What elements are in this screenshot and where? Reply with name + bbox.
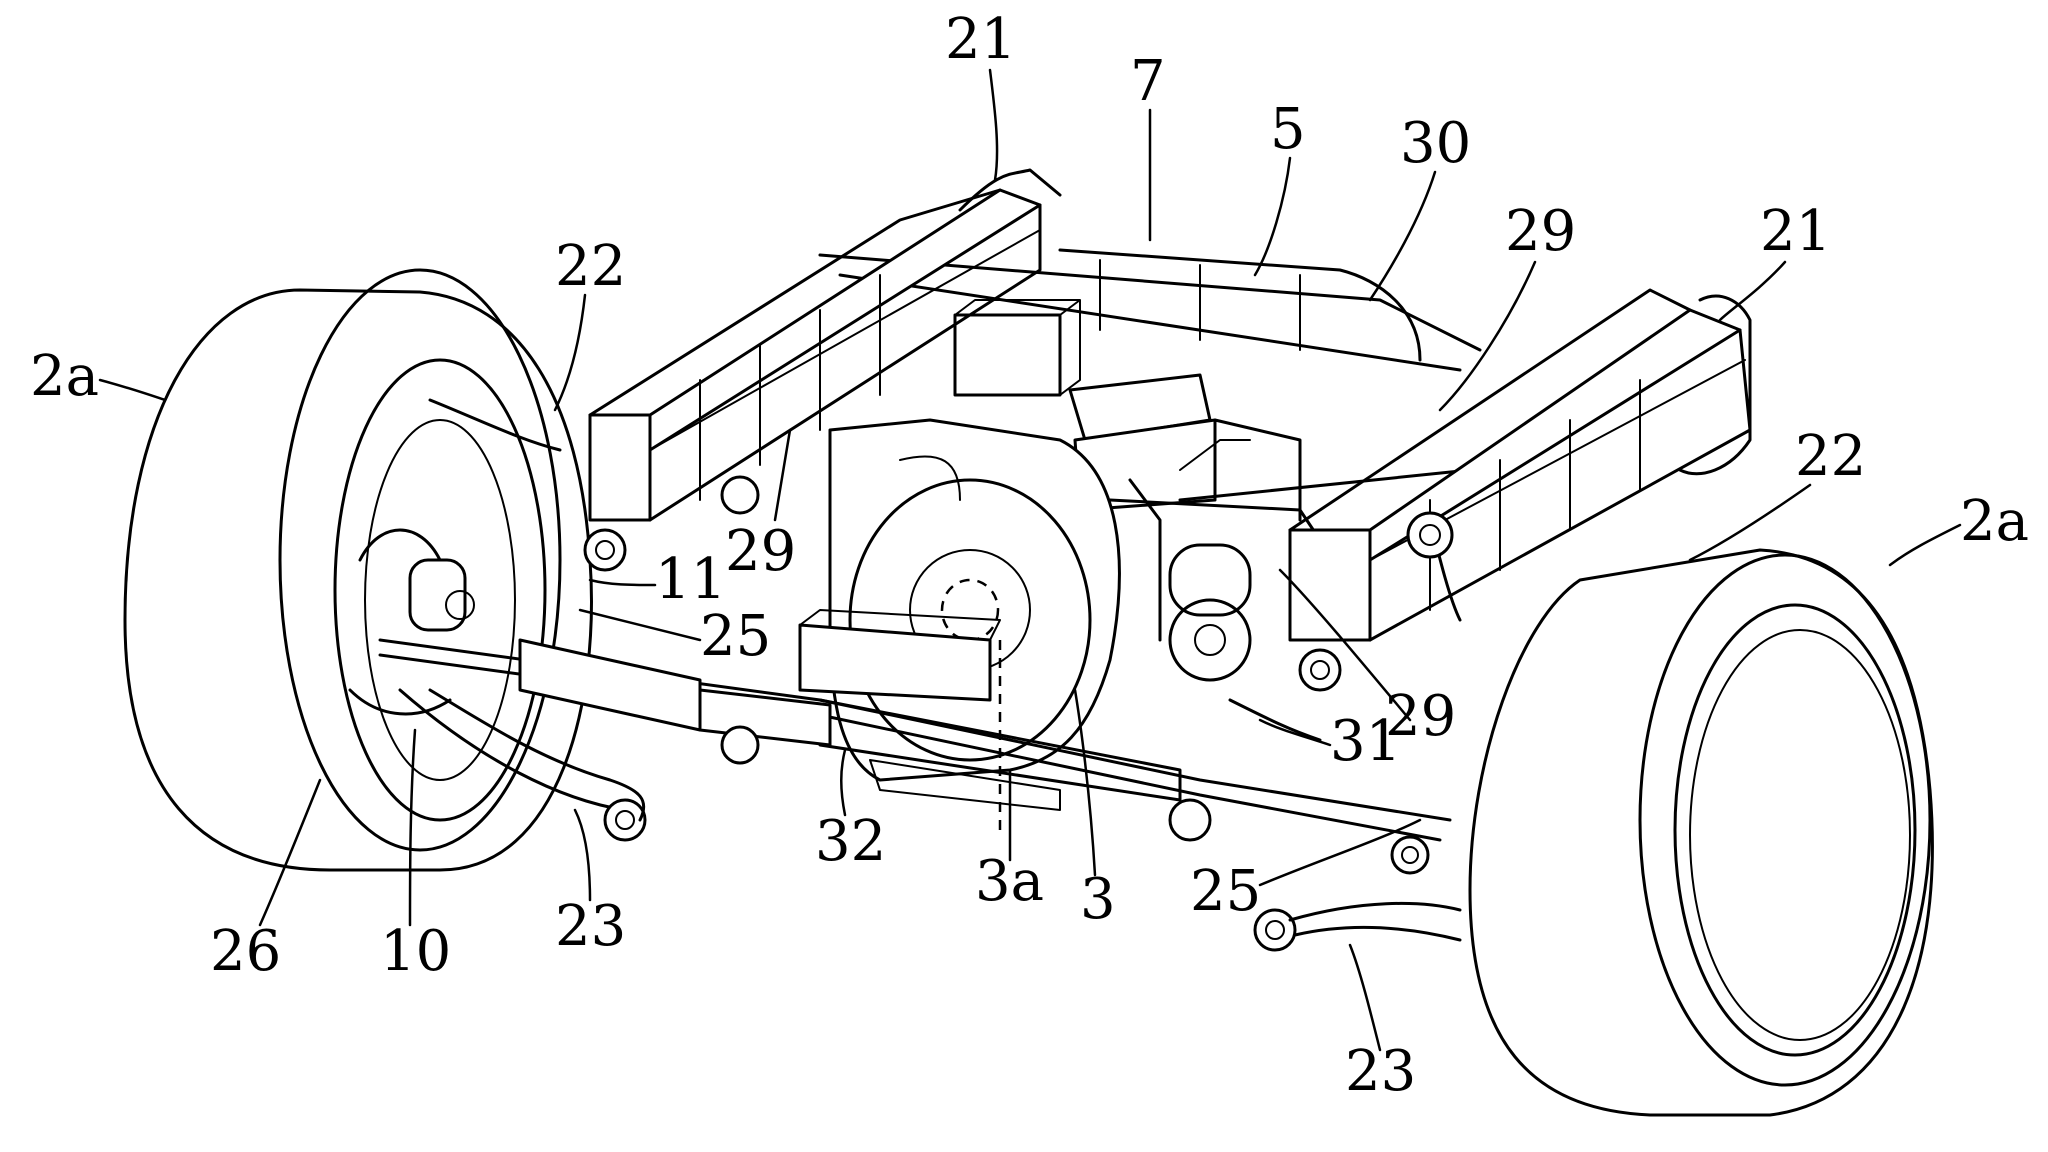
left-wheel: [125, 270, 591, 870]
ref-21-right: 21: [1760, 199, 1831, 264]
ref-26: 26: [210, 919, 281, 984]
ref-10: 10: [380, 919, 451, 984]
ref-7: 7: [1130, 49, 1166, 114]
ref-3: 3: [1080, 867, 1116, 932]
ref-32: 32: [815, 809, 886, 874]
ref-25-left: 25: [700, 604, 771, 669]
ref-2a-left: 2a: [30, 344, 99, 409]
ref-22-right: 22: [1795, 424, 1866, 489]
right-wheel: [1470, 550, 1932, 1115]
ref-23-left: 23: [555, 894, 626, 959]
ref-25-right: 25: [1190, 859, 1261, 924]
ref-29-top: 29: [1505, 199, 1576, 264]
ref-21-left: 21: [945, 7, 1016, 72]
ref-5: 5: [1270, 97, 1306, 162]
ref-11: 11: [655, 547, 726, 612]
ref-22-left: 22: [555, 234, 626, 299]
ref-31: 31: [1330, 709, 1401, 774]
ref-29-left: 29: [725, 519, 796, 584]
ref-30: 30: [1400, 111, 1471, 176]
ref-2a-right: 2a: [1960, 489, 2029, 554]
